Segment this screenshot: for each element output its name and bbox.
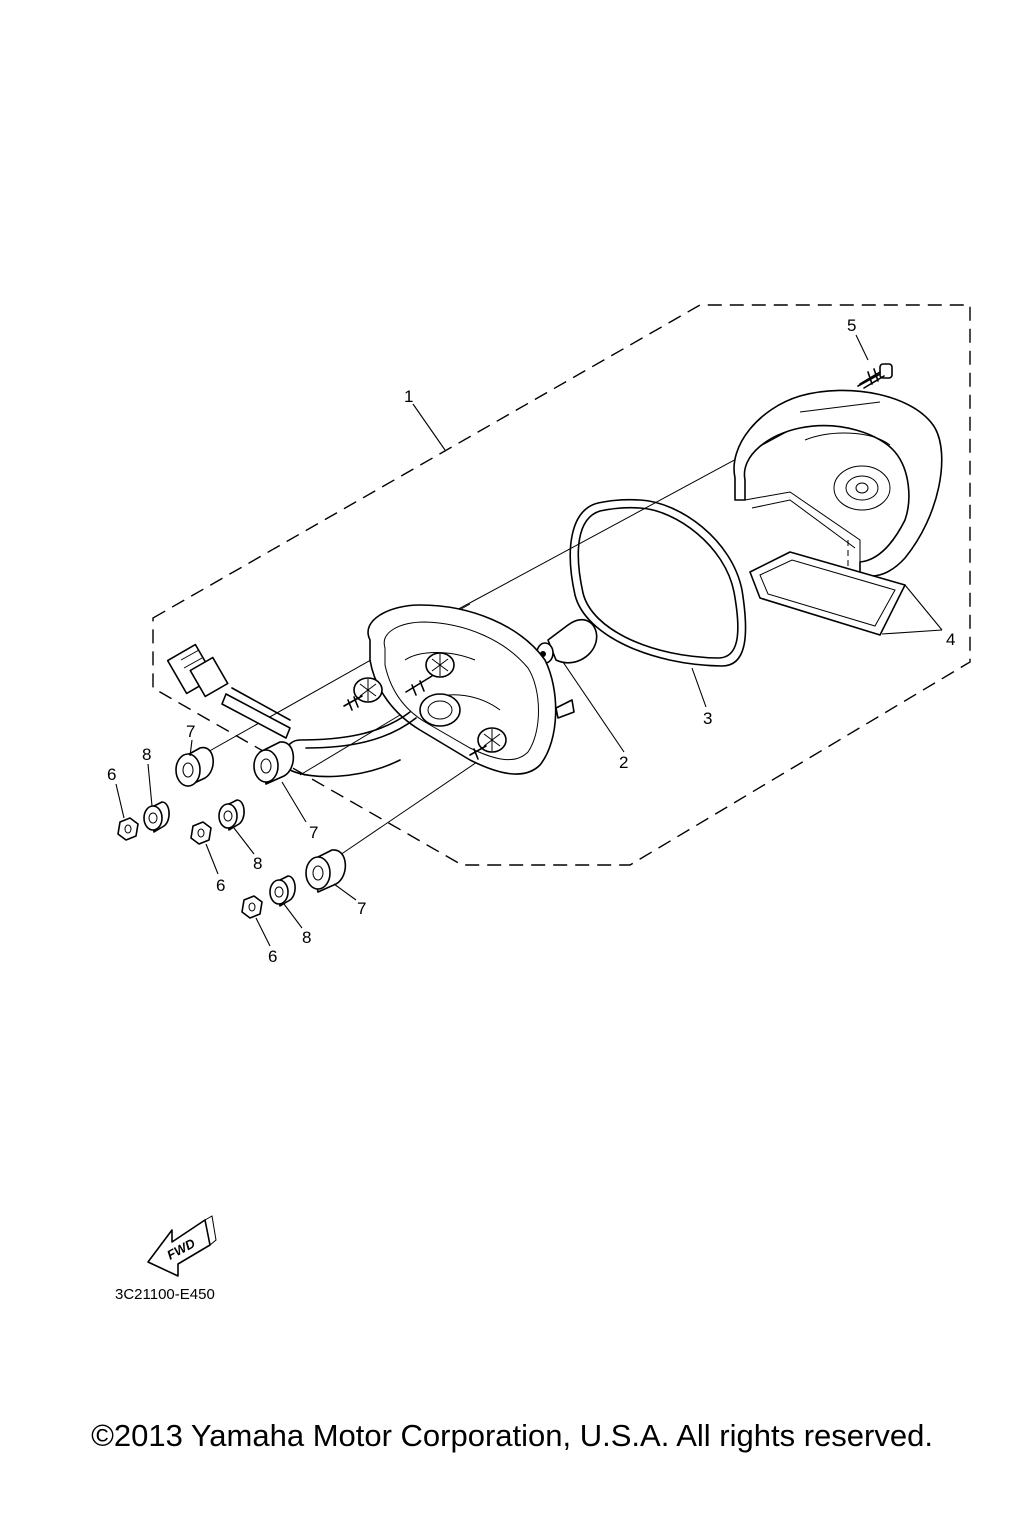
taillight-housing (343, 604, 575, 775)
leader-lines (115, 334, 943, 947)
collar (269, 875, 296, 907)
callout-8c: 8 (302, 928, 311, 947)
assembly-group-boundary (152, 304, 971, 866)
wire-harness (166, 643, 417, 778)
callout-7c: 7 (357, 899, 366, 918)
collar (143, 801, 170, 833)
diagram-part-code: 3C21100-E450 (115, 1286, 215, 1303)
grommet (305, 849, 347, 893)
callout-7a: 7 (186, 722, 195, 741)
callout-7b: 7 (309, 823, 318, 842)
callout-4: 4 (946, 630, 955, 649)
copyright-notice: ©2013 Yamaha Motor Corporation, U.S.A. A… (91, 1418, 933, 1453)
grommet (175, 747, 214, 787)
nut (190, 821, 212, 845)
callout-6a: 6 (107, 765, 116, 784)
nut (117, 817, 139, 841)
callout-6b: 6 (216, 876, 225, 895)
tail-lens (733, 389, 943, 577)
reflector (749, 551, 906, 636)
callout-8b: 8 (253, 854, 262, 873)
callout-6c: 6 (268, 947, 277, 966)
grommet (253, 741, 295, 785)
callout-5: 5 (847, 316, 856, 335)
lens-gasket (569, 498, 747, 667)
collar (218, 799, 245, 831)
callout-3: 3 (703, 709, 712, 728)
callout-8a: 8 (142, 745, 151, 764)
callout-2: 2 (619, 753, 628, 772)
forward-arrow-icon: FWD (147, 1215, 217, 1277)
bulb (536, 618, 598, 664)
mounting-boss (425, 652, 455, 678)
screw (857, 363, 893, 389)
callout-1: 1 (404, 387, 413, 406)
nut (241, 895, 263, 919)
